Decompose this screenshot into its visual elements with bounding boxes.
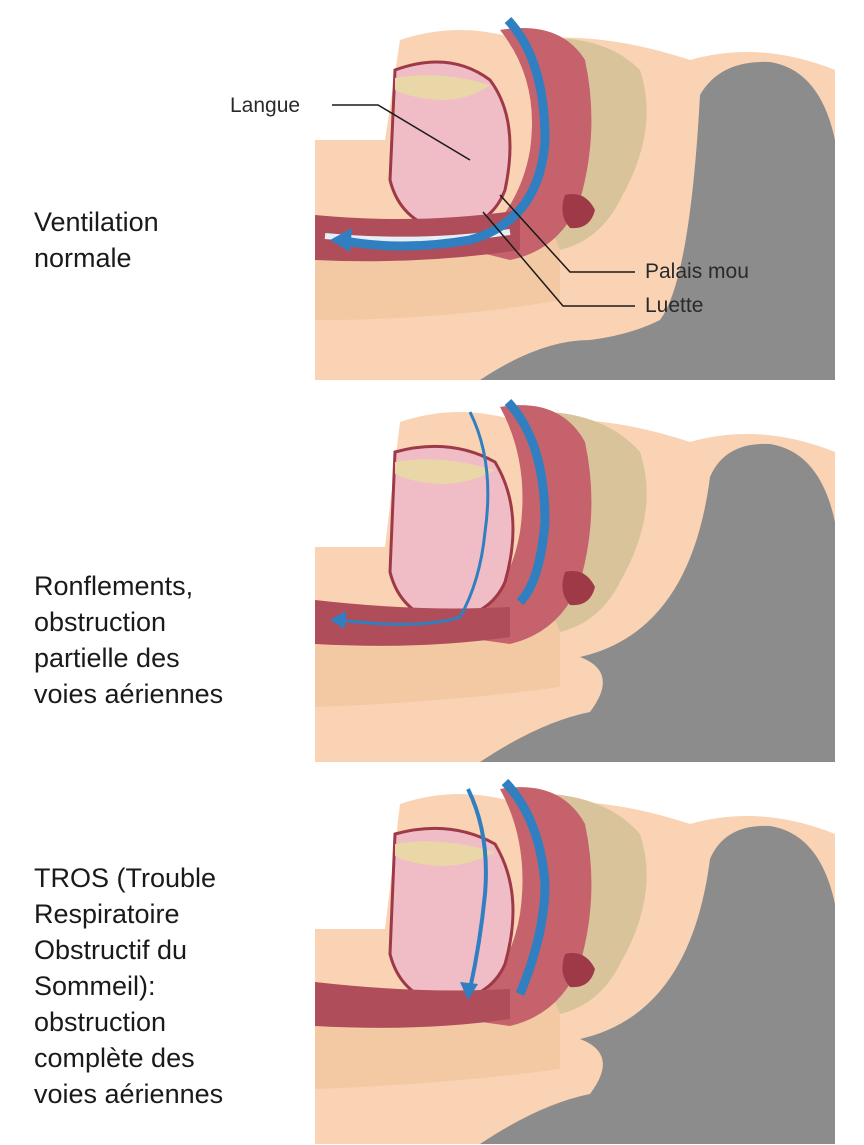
palate-bone xyxy=(395,841,495,866)
pharynx-tissue xyxy=(460,787,592,1026)
palate-bone xyxy=(395,459,495,484)
head-cross-section-partial xyxy=(315,382,835,762)
vertebra xyxy=(562,194,595,229)
airflow-arrowhead xyxy=(330,611,346,629)
uvula-leader xyxy=(482,211,635,307)
head-cross-section-complete xyxy=(315,764,835,1144)
pharynx-tissue xyxy=(460,405,592,644)
airflow-arrow-blocked xyxy=(466,788,488,990)
tongue-leader xyxy=(332,104,471,161)
airflow-arrow-main xyxy=(504,398,550,606)
label-tongue: Langue xyxy=(230,94,301,117)
panel-normal-breathing: Langue Palais mou Luette Ventilation nor… xyxy=(0,0,864,380)
soft-palate-leader xyxy=(499,194,635,273)
caption-partial-obstruction: Ronflements, obstruction partielle des v… xyxy=(34,571,224,709)
trachea xyxy=(315,982,510,1028)
airflow-arrowhead xyxy=(460,982,478,1000)
panel-partial-obstruction: Ronflements, obstruction partielle des v… xyxy=(0,382,864,762)
airflow-arrow xyxy=(339,16,550,251)
caption-normal-breathing: Ventilation normale xyxy=(34,207,159,273)
pillow xyxy=(480,825,835,1144)
pillow xyxy=(480,443,835,762)
vertebra xyxy=(562,953,595,988)
airflow-arrow-main xyxy=(501,778,550,996)
label-soft-palate: Palais mou xyxy=(645,260,749,283)
airflow-arrow-thin xyxy=(339,411,490,626)
head-cross-section-normal xyxy=(315,0,835,380)
pillow xyxy=(480,61,835,380)
palate-bone xyxy=(395,75,490,100)
panel-complete-obstruction: TROS (Trouble Respiratoire Obstructif du… xyxy=(0,764,864,1144)
caption-complete-obstruction: TROS (Trouble Respiratoire Obstructif du… xyxy=(34,863,224,1109)
pharynx-tissue xyxy=(470,28,592,260)
label-uvula: Luette xyxy=(645,294,704,317)
airflow-arrowhead xyxy=(330,228,352,252)
vertebra xyxy=(562,571,595,606)
